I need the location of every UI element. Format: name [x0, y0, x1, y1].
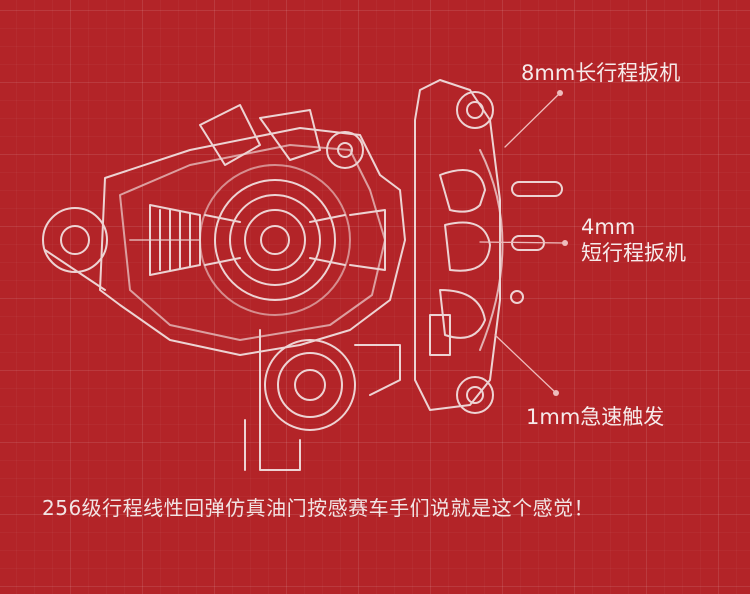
short-trigger-name-label: 短行程扳机	[581, 241, 686, 265]
mechanism-body	[42, 79, 563, 471]
feature-caption: 256级行程线性回弹仿真油门按感赛车手们说就是这个感觉！	[42, 496, 595, 520]
callout-lines	[479, 90, 568, 396]
quick-trigger-label: 1mm急速触发	[526, 405, 665, 429]
long-trigger-label: 8mm长行程扳机	[521, 61, 681, 85]
short-trigger-size-label: 4mm	[581, 215, 636, 239]
